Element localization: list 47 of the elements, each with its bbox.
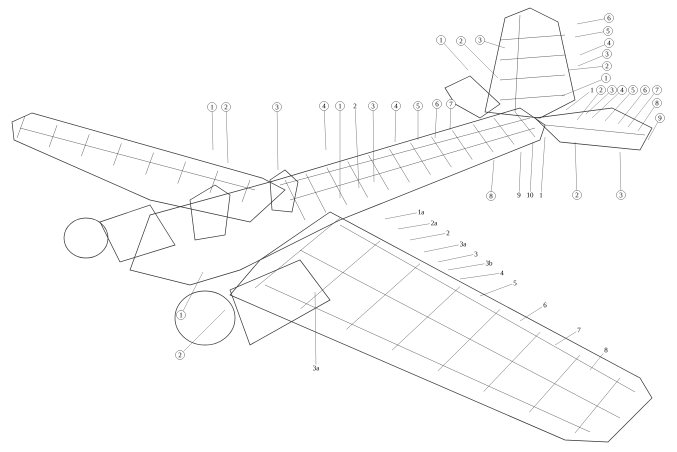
leader-line	[444, 43, 468, 70]
leader-line	[398, 224, 430, 230]
leader-line	[464, 44, 498, 78]
leader-line	[638, 106, 655, 132]
leader-line	[574, 142, 577, 190]
leader-line	[648, 122, 658, 140]
leader-line	[438, 254, 474, 262]
leader-line	[448, 264, 485, 270]
leader-line	[324, 110, 326, 150]
leader-line	[578, 56, 603, 66]
leader-line	[518, 152, 522, 192]
leader-line	[541, 136, 546, 192]
leader-line	[618, 94, 642, 124]
leader-line	[520, 306, 542, 322]
leader-line	[183, 310, 226, 352]
leader-line	[450, 108, 451, 130]
leader-line	[372, 110, 374, 182]
leader-line	[568, 66, 602, 70]
leader-line	[480, 284, 512, 296]
leader-line	[314, 292, 316, 365]
leader-line	[586, 93, 609, 114]
leader-line	[576, 18, 605, 24]
leader-line	[620, 152, 622, 190]
leader-line	[424, 244, 459, 252]
leader-line	[484, 41, 506, 48]
leader-line	[530, 142, 534, 192]
leader-line	[590, 353, 604, 370]
leader-line	[562, 80, 602, 96]
leader-line	[554, 332, 576, 346]
leader-line	[394, 110, 396, 142]
leader-line	[460, 273, 500, 280]
leader-line	[574, 32, 604, 38]
leader-line	[592, 93, 619, 118]
leader-line	[355, 109, 360, 188]
leader-line	[226, 112, 228, 164]
leader-line	[212, 112, 214, 150]
leader-line	[604, 93, 630, 122]
leader-line	[580, 44, 605, 56]
leader-line	[576, 93, 598, 120]
leader-line	[566, 92, 590, 110]
leader-line	[628, 94, 654, 128]
leader-line	[276, 112, 278, 170]
leader-line	[434, 108, 437, 138]
leader-line	[182, 272, 204, 311]
leader-line	[384, 212, 417, 220]
leader-line	[410, 233, 446, 240]
leader-line	[491, 160, 494, 192]
